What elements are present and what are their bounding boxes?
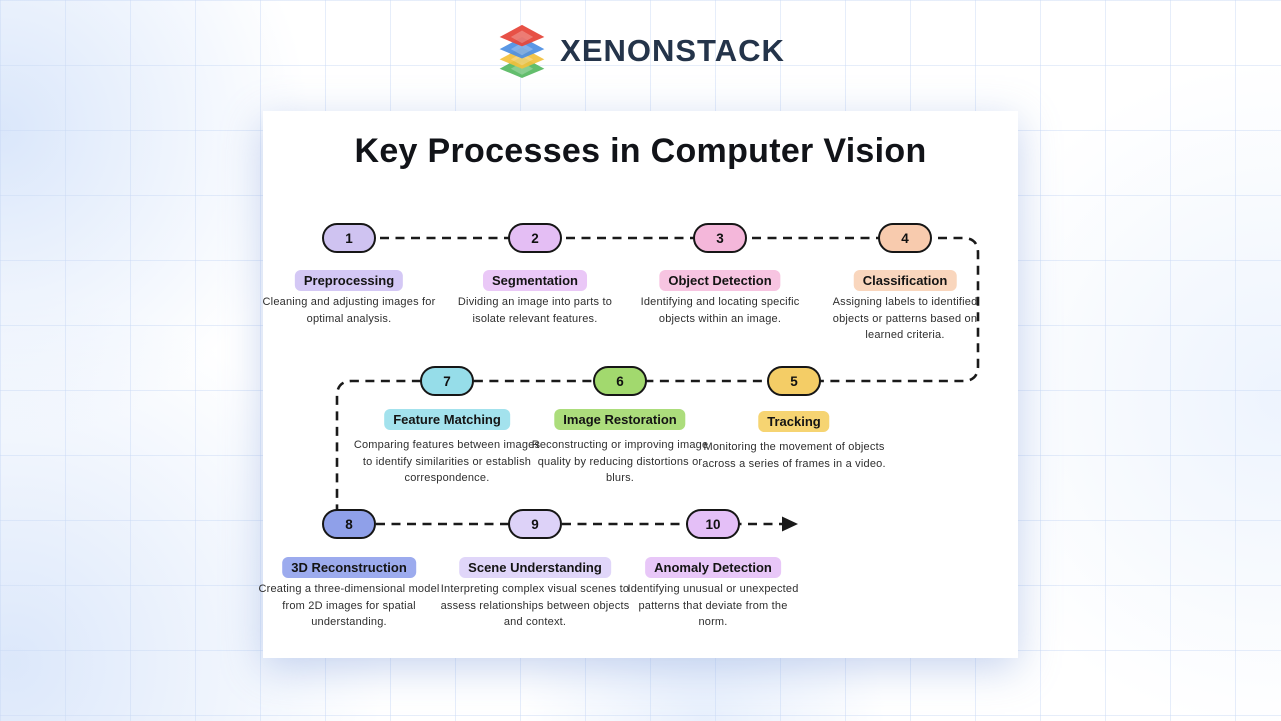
flow-connector	[335, 236, 980, 532]
step-label-badge: Object Detection	[659, 270, 781, 291]
step-number-pill: 4	[878, 223, 932, 253]
step-description: Identifying unusual or unexpected patter…	[627, 583, 799, 628]
step-label-badge: Segmentation	[483, 270, 587, 291]
step-number-pill: 2	[508, 223, 562, 253]
step-number-pill: 7	[420, 366, 474, 396]
infographic-card: Key Processes in Computer Vision 1 Prepr…	[258, 111, 1018, 658]
step-description: Assigning labels to identified objects o…	[832, 296, 978, 341]
step-description: Reconstructing or improving image qualit…	[531, 439, 709, 484]
step-description: Monitoring the movement of objects acros…	[702, 441, 886, 470]
step-image-restoration: 6 Image Restoration Reconstructing or im…	[263, 111, 1018, 658]
step-tracking: 5 Tracking Monitoring the movement of ob…	[263, 111, 1018, 658]
step-description: Cleaning and adjusting images for optima…	[262, 296, 436, 325]
step-number-pill: 5	[767, 366, 821, 396]
step-description: Creating a three-dimensional model from …	[258, 583, 440, 628]
step-description: Interpreting complex visual scenes to as…	[440, 583, 630, 628]
step-description: Identifying and locating specific object…	[640, 296, 800, 325]
step-label-badge: Feature Matching	[384, 409, 510, 430]
step-segmentation: 2 Segmentation Dividing an image into pa…	[263, 111, 1018, 658]
step-3d-reconstruction: 8 3D Reconstruction Creating a three-dim…	[258, 111, 1018, 658]
step-label-badge: Anomaly Detection	[645, 557, 781, 578]
step-number-pill: 8	[322, 509, 376, 539]
step-label-badge: Classification	[853, 270, 957, 291]
step-preprocessing: 1 Preprocessing Cleaning and adjusting i…	[263, 111, 1018, 658]
step-number-pill: 6	[593, 366, 647, 396]
step-scene-understanding: 9 Scene Understanding Interpreting compl…	[263, 111, 1018, 658]
step-description: Comparing features between images to ide…	[353, 439, 541, 484]
step-label-badge: Scene Understanding	[459, 557, 611, 578]
step-description: Dividing an image into parts to isolate …	[457, 296, 613, 325]
brand-name: XENONSTACK	[560, 33, 785, 68]
step-number-pill: 9	[508, 509, 562, 539]
step-label-badge: 3D Reconstruction	[282, 557, 416, 578]
xenonstack-logo-icon	[499, 24, 545, 78]
step-number-pill: 3	[693, 223, 747, 253]
step-label-badge: Preprocessing	[294, 270, 404, 291]
step-label-badge: Tracking	[758, 411, 830, 432]
step-number-pill: 10	[686, 509, 740, 539]
arrowhead-icon	[782, 516, 798, 532]
step-anomaly-detection: 10 Anomaly Detection Identifying unusual…	[263, 111, 1018, 658]
step-label-badge: Image Restoration	[554, 409, 686, 430]
step-classification: 4 Classification Assigning labels to ide…	[263, 111, 1018, 658]
step-feature-matching: 7 Feature Matching Comparing features be…	[263, 111, 1018, 658]
page-title: Key Processes in Computer Vision	[354, 132, 927, 170]
step-object-detection: 3 Object Detection Identifying and locat…	[263, 111, 1018, 658]
step-number-pill: 1	[322, 223, 376, 253]
header: XENONSTACK	[0, 24, 1281, 78]
